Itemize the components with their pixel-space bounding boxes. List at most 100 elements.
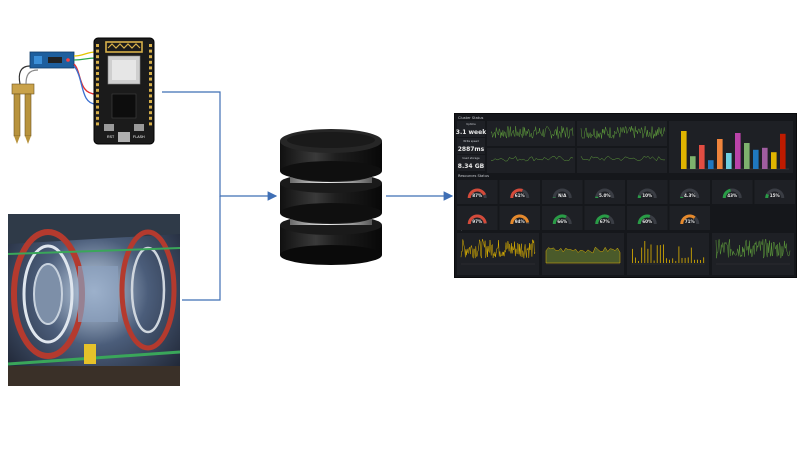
trace-line (490, 125, 574, 140)
pin (96, 83, 99, 87)
bar (771, 152, 777, 169)
gauge-arc (467, 214, 487, 225)
operations-panels (457, 233, 794, 275)
gauge-value: 43% (727, 193, 738, 198)
gauge-panel (542, 206, 583, 230)
sensor-module-icon (29, 51, 75, 69)
gauge-value: 66% (557, 219, 568, 224)
gauge-panel (457, 180, 498, 204)
gauge-panel (669, 206, 710, 230)
pin (96, 44, 99, 47)
spike (675, 260, 677, 263)
trace-line (580, 155, 665, 162)
pin (149, 116, 152, 120)
stat-storage-value: 8.34 GB (458, 163, 485, 170)
pin (96, 60, 99, 64)
operations-panel (627, 233, 709, 275)
sensor-hardware: RST FLASH (11, 37, 155, 145)
pin (149, 77, 152, 81)
bar (762, 147, 768, 169)
pin (96, 55, 99, 59)
gauge-value: 71% (685, 219, 696, 224)
spike (656, 245, 658, 263)
timeseries-panel (487, 148, 575, 173)
spike (647, 248, 649, 263)
stat-panels: Uptime 3.1 week Write speed 2887ms Used … (456, 121, 487, 171)
timeseries-panels-top (487, 121, 667, 173)
operations-panel (712, 233, 794, 275)
pin (96, 111, 99, 115)
bar (753, 149, 759, 169)
spike (635, 257, 636, 263)
gauge-value: 67% (600, 219, 611, 224)
operations-panel (457, 233, 539, 275)
gauge-arc (637, 214, 651, 225)
pin (96, 66, 99, 70)
bar (744, 143, 750, 169)
gauge-panel (457, 206, 498, 230)
gauge-track (595, 188, 615, 199)
dashboard-canvas: Cluster Status Resources Status Operatio… (456, 116, 795, 275)
pin (149, 60, 152, 64)
spike (663, 244, 664, 263)
bar (690, 156, 696, 169)
pin (149, 66, 152, 70)
rst-label: RST (107, 135, 115, 139)
spike (681, 257, 683, 263)
spike (641, 247, 643, 263)
gauge-panel (627, 206, 668, 230)
spike (697, 259, 698, 263)
pin (149, 49, 152, 53)
gauge-panel (627, 180, 668, 204)
gauge-panel (712, 180, 753, 204)
gauge-arc (765, 193, 769, 199)
stat-write-label: Write speed (463, 139, 479, 143)
pin (149, 88, 152, 92)
spike (703, 257, 705, 263)
spike (700, 260, 701, 263)
gauge-panel (499, 206, 540, 230)
spike (672, 258, 674, 263)
area-trace (545, 246, 621, 264)
pin (149, 83, 152, 87)
spike (669, 259, 670, 263)
spike (632, 248, 633, 263)
pin (149, 55, 152, 59)
soil-moisture-probe-icon (11, 65, 39, 144)
spike (690, 247, 692, 263)
trace-line (715, 239, 791, 259)
gauge-value: 94% (515, 219, 526, 224)
timeseries-panel (577, 148, 667, 173)
spike (684, 257, 686, 263)
gauge-track (552, 188, 572, 199)
spike (653, 260, 655, 263)
gauge-arc (510, 214, 530, 225)
pin (96, 122, 99, 126)
gauge-arc (510, 188, 523, 199)
spike (666, 258, 667, 263)
bar (717, 139, 723, 169)
bar (708, 160, 714, 169)
gauge-value: 61% (515, 193, 526, 198)
gauge-track (637, 188, 657, 199)
gauge-value: 60% (642, 219, 653, 224)
gauge-value: N/A (558, 193, 567, 198)
bar (735, 133, 741, 169)
stat-storage-label: Used storage (462, 156, 480, 160)
stat-uptime-label: Uptime (466, 122, 476, 126)
pin (149, 72, 152, 75)
gauge-value: 87% (472, 193, 483, 198)
gauge-panel (669, 180, 710, 204)
gauge-value: 97% (472, 219, 483, 224)
trace-line (490, 156, 574, 162)
nodemcu-board-icon (93, 37, 155, 145)
spike (687, 257, 689, 263)
section-cluster-status: Cluster Status (458, 116, 483, 120)
gauge-arc (467, 188, 486, 199)
gauge-panel (499, 180, 540, 204)
gauge-arc (680, 214, 696, 225)
spike (644, 241, 646, 263)
pin (149, 44, 152, 47)
pin (96, 94, 99, 98)
